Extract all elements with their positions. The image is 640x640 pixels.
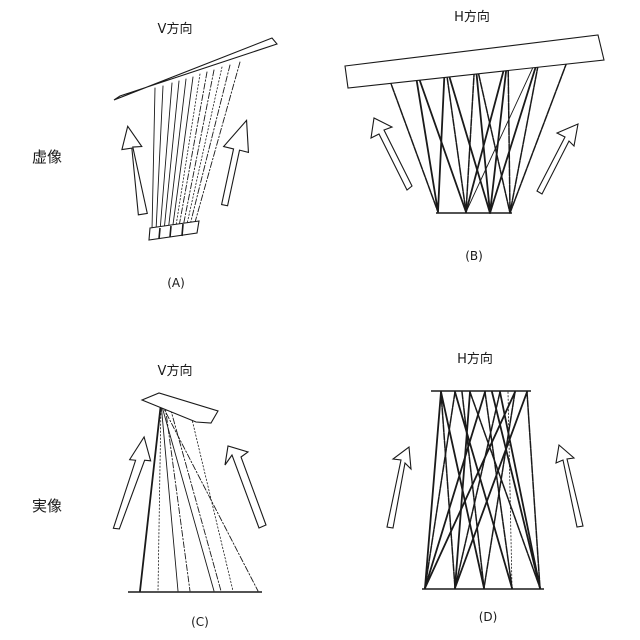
panel-b-right-arrow <box>537 124 578 194</box>
panel-a-source-divider-1 <box>159 228 160 239</box>
panel-d-ray-9 <box>425 392 485 588</box>
panel-c-ray-1 <box>140 403 161 591</box>
panel-c-rays <box>140 403 258 591</box>
panel-b-ray-6 <box>414 64 466 212</box>
panel-b-ray-9 <box>490 50 541 213</box>
panel-c-left-arrow <box>113 435 153 532</box>
panel-b-drawing <box>345 35 604 213</box>
panel-b-ray-3 <box>445 58 475 212</box>
panel-a-ray-1 <box>152 88 155 230</box>
panel-b-ray-1 <box>386 70 438 212</box>
panel-d-ray-4 <box>425 392 455 588</box>
panel-b-ray-5 <box>508 50 541 213</box>
panel-a-left-arrow <box>121 125 148 215</box>
panel-d-left-arrow <box>387 447 411 528</box>
panel-a-ray-7 <box>175 74 200 232</box>
panel-a-ray-8 <box>178 72 207 232</box>
panel-b-left-arrow <box>371 118 412 190</box>
panel-a-ray-9 <box>182 70 214 232</box>
panel-c-ray-5 <box>161 403 214 591</box>
panel-a-ray-11 <box>188 65 230 233</box>
panel-a-source-divider-2 <box>170 226 171 237</box>
panel-d-rays <box>425 392 540 588</box>
panel-c-right-arrow <box>225 446 266 528</box>
panel-a-source-divider-3 <box>182 224 183 236</box>
panel-a-projection-screen <box>114 38 277 100</box>
panel-c-projection-screen <box>142 393 218 423</box>
panel-b-projection-screen <box>345 35 604 88</box>
panel-d-ray-5 <box>455 392 512 588</box>
panel-c-drawing <box>113 393 266 592</box>
panel-d-right-arrow <box>556 445 583 527</box>
panel-a-drawing <box>114 38 277 240</box>
panel-d-drawing <box>387 391 583 589</box>
panel-a-right-arrow <box>222 120 250 207</box>
